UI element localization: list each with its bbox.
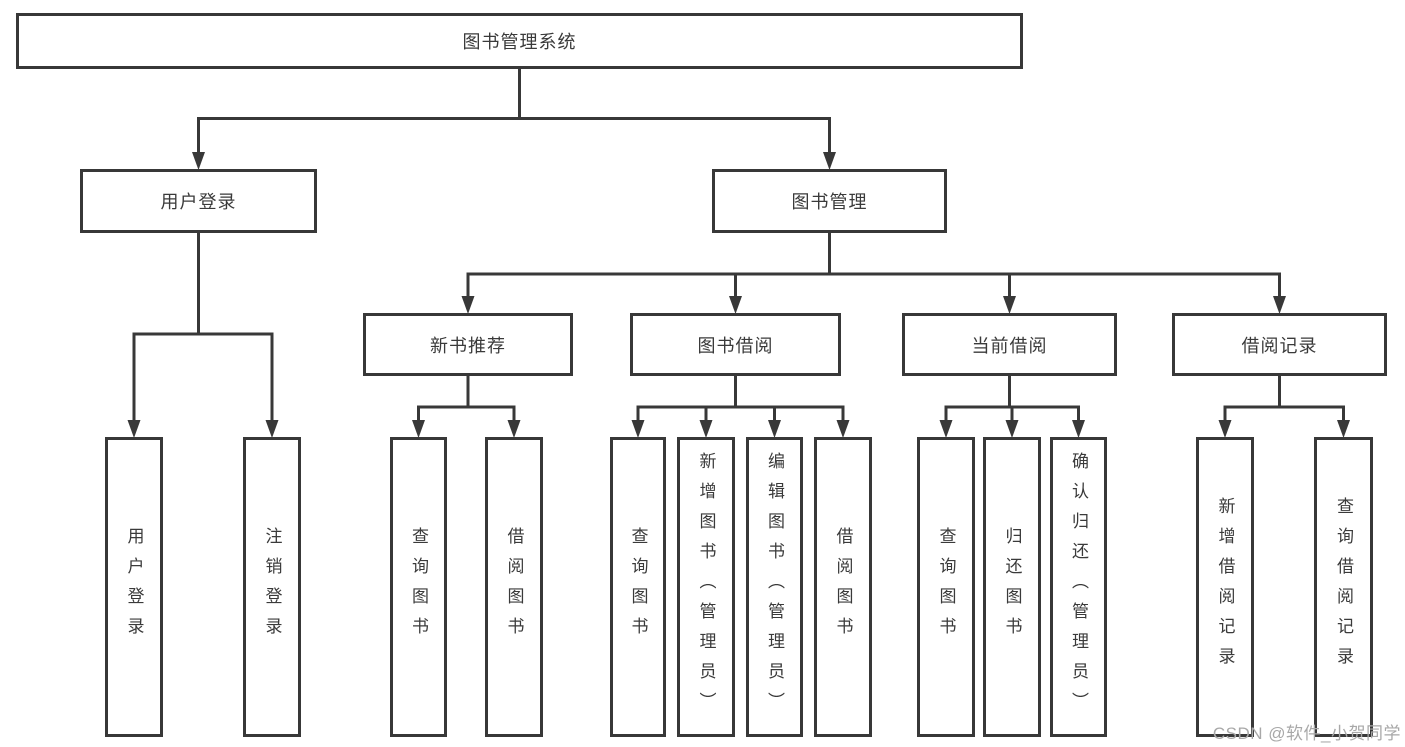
node-label: 当前借阅: [971, 335, 1048, 356]
leaf-query-books-borrowing: 查询图书: [610, 437, 666, 737]
leaf-query-books-recommend: 查询图书: [390, 437, 447, 737]
node-new-book-recommend: 新书推荐: [363, 313, 573, 376]
node-label: 查询图书: [628, 527, 648, 647]
node-label: 新增借阅记录: [1215, 497, 1235, 677]
node-label: 确认归还（管理员）: [1069, 452, 1088, 722]
node-label: 借阅图书: [504, 527, 524, 647]
leaf-borrow-books-recommend: 借阅图书: [485, 437, 543, 737]
node-label: 查询图书: [936, 527, 956, 647]
node-label: 借阅记录: [1241, 335, 1318, 356]
node-book-management: 图书管理: [712, 169, 947, 233]
node-label: 编辑图书（管理员）: [765, 452, 784, 722]
leaf-add-borrow-record: 新增借阅记录: [1196, 437, 1254, 737]
leaf-query-books-current: 查询图书: [917, 437, 975, 737]
node-label: 图书管理系统: [462, 32, 577, 52]
csdn-watermark: CSDN @软件_小贺同学: [1212, 724, 1401, 743]
node-label: 用户登录: [124, 527, 144, 647]
node-label: 注销登录: [262, 527, 282, 647]
leaf-edit-book-admin: 编辑图书（管理员）: [746, 437, 803, 737]
leaf-return-books: 归还图书: [983, 437, 1041, 737]
node-label: 图书借阅: [697, 335, 774, 356]
node-label: 借阅图书: [833, 527, 853, 647]
node-current-borrowing: 当前借阅: [902, 313, 1117, 376]
node-label: 新书推荐: [430, 335, 506, 356]
leaf-borrow-books: 借阅图书: [814, 437, 872, 737]
node-book-borrowing: 图书借阅: [630, 313, 841, 376]
leaf-confirm-return-admin: 确认归还（管理员）: [1050, 437, 1107, 737]
leaf-add-book-admin: 新增图书（管理员）: [677, 437, 735, 737]
leaf-query-borrow-record: 查询借阅记录: [1314, 437, 1373, 737]
node-borrowing-records: 借阅记录: [1172, 313, 1387, 376]
node-label: 归还图书: [1002, 527, 1022, 647]
node-user-login: 用户登录: [80, 169, 317, 233]
leaf-user-login: 用户登录: [105, 437, 163, 737]
node-label: 新增图书（管理员）: [696, 452, 716, 722]
node-label: 用户登录: [160, 192, 237, 212]
node-library-system: 图书管理系统: [16, 13, 1023, 69]
node-label: 查询图书: [409, 527, 428, 647]
node-label: 图书管理: [791, 192, 868, 212]
node-label: 查询借阅记录: [1334, 497, 1353, 677]
leaf-logout: 注销登录: [243, 437, 301, 737]
